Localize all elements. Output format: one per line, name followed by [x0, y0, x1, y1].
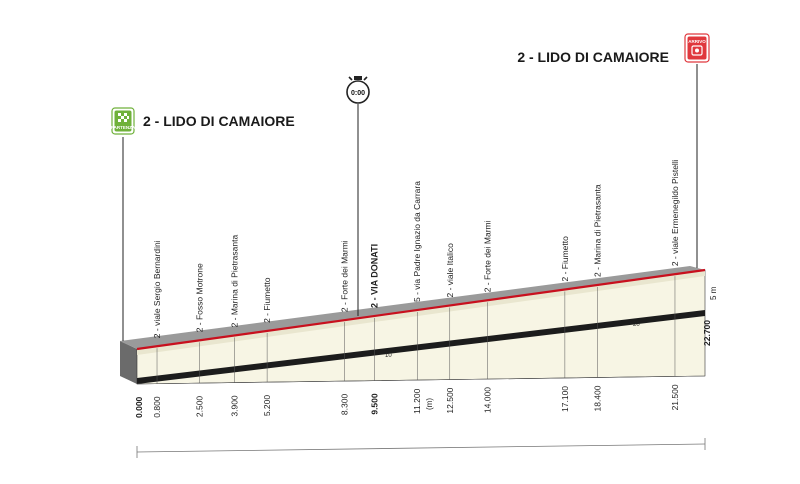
waypoint-label: 2 - viale Sergio Bernardini [152, 240, 162, 338]
waypoint-label: 2 - Fosso Motrone [195, 263, 205, 332]
distance-footer: (m) [136, 398, 706, 458]
waypoint-km-label: 12.500 [445, 387, 455, 413]
waypoint-km-label: 5.200 [262, 395, 272, 417]
waypoint-label: 2 - VIA DONATI [370, 244, 380, 308]
waypoint-km-label: 3.900 [230, 395, 240, 417]
profile-body [120, 266, 706, 385]
profile-bottom-bar [137, 310, 705, 384]
waypoint-label: 2 - Forte dei Marmi [482, 220, 492, 292]
km-marker-10: 10 [385, 353, 392, 359]
waypoint-label: 2 - Marina di Pietrasanta [230, 235, 240, 328]
waypoint-km-label: 17.100 [560, 386, 570, 412]
route-line [136, 268, 706, 351]
profile-top-band [120, 266, 705, 349]
stopwatch-icon [346, 80, 370, 104]
waypoint-label: 2 - Fiumetto [560, 236, 570, 282]
finish-km-label: 22.700 [702, 320, 712, 346]
profile-baseline [136, 375, 706, 385]
waypoint-label: 2 - viale Ermenegildo Pistelli [670, 159, 680, 266]
start-label: 2 - LIDO DI CAMAIORE [143, 113, 295, 129]
waypoints-layer: 2 - viale Sergio Bernardini 0.800 2 - Foss… [152, 159, 680, 417]
km-marker-20: 20 [633, 322, 640, 328]
finish-elevation-label: 5 m [709, 286, 718, 300]
waypoint-km-label: 21.500 [670, 384, 680, 410]
waypoint-label: 2 - Fiumetto [262, 277, 272, 323]
waypoint-km-label: 11.200 [412, 388, 422, 414]
finish-marker: ARRIVO 2 - LIDO DI CAMAIORE [517, 33, 710, 268]
waypoint-km-label: 0.800 [152, 396, 162, 418]
stopwatch-label: 0:00 [351, 90, 365, 97]
waypoint-km-label: 14.000 [482, 387, 492, 413]
profile-upper-shade [137, 270, 705, 355]
arrivo-icon-text: ARRIVO [688, 39, 706, 44]
waypoint-km-label: 8.300 [340, 394, 350, 416]
waypoint-label: 2 - viale Italico [445, 243, 455, 298]
footer-line [136, 443, 706, 453]
finish-label: 2 - LIDO DI CAMAIORE [517, 49, 669, 65]
time-check-marker: 0:00 [346, 76, 370, 316]
waypoint-label: 2 - Marina di Pietrasanta [592, 184, 602, 277]
waypoint-km-label: 18.400 [592, 385, 602, 411]
checkered-flag-icon [118, 113, 129, 122]
waypoint-km-label: 2.500 [195, 396, 205, 418]
waypoint-label: 5 - via Padre Ignazio da Carrara [412, 181, 422, 302]
start-marker: PARTENZA 2 - LIDO DI CAMAIORE [111, 107, 295, 341]
profile-left-wall [120, 341, 137, 384]
start-km-label: 0.000 [134, 396, 144, 418]
partenza-icon-text: PARTENZA [111, 125, 136, 130]
waypoint-km-label: 9.500 [370, 393, 380, 415]
waypoint-label: 2 - Forte dei Marmi [340, 240, 350, 312]
footer-unit: (m) [425, 398, 434, 410]
finish-camera-icon [691, 45, 703, 56]
